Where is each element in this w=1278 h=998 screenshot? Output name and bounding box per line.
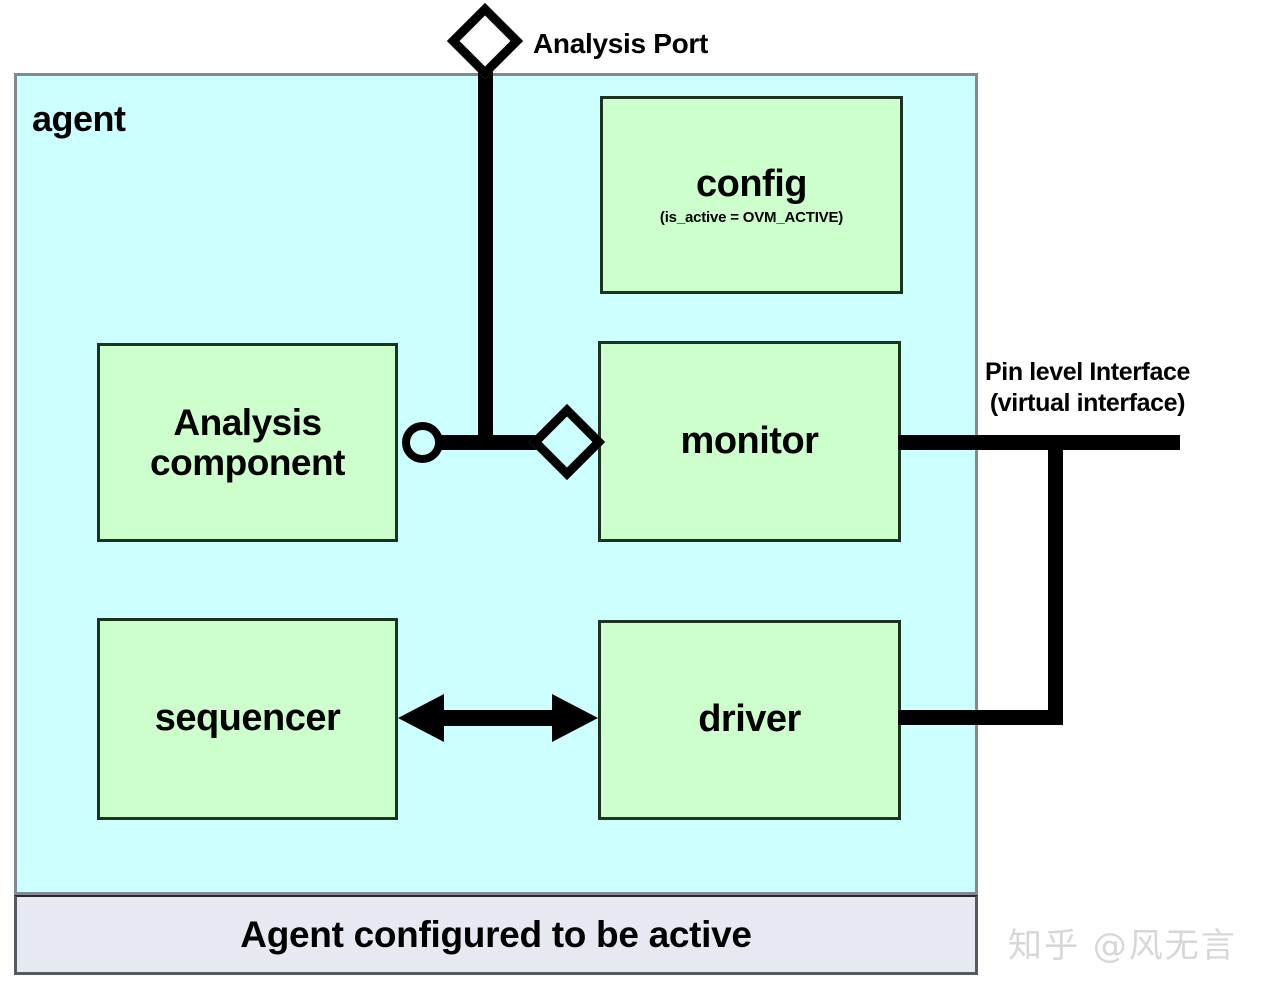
box-analysis-component-title-line1: Analysis xyxy=(173,401,322,443)
footer-caption-text: Agent configured to be active xyxy=(240,913,752,955)
double-arrow-icon-sequencer-driver xyxy=(398,694,598,742)
wire-right-vertical-link xyxy=(1048,435,1063,718)
footer-caption-bar: Agent configured to be active xyxy=(14,895,978,975)
box-analysis-component-title-line2: component xyxy=(150,441,345,483)
box-config-title: config xyxy=(696,162,807,205)
circle-socket-icon-analysis-component[interactable] xyxy=(402,422,443,463)
wire-analysis-port-vertical xyxy=(478,55,493,447)
wire-driver-to-pin-interface xyxy=(898,710,1063,725)
box-driver-title: driver xyxy=(698,698,801,741)
watermark: 知乎 @风无言 xyxy=(1008,926,1237,966)
box-sequencer[interactable]: sequencer xyxy=(97,618,398,820)
diamond-shape xyxy=(528,403,606,481)
label-pin-level-interface: Pin level Interface (virtual interface) xyxy=(985,357,1190,419)
box-monitor-title: monitor xyxy=(680,419,819,462)
box-config-subtitle: (is_active = OVM_ACTIVE) xyxy=(659,209,844,227)
label-pin-level-interface-line1: Pin level Interface xyxy=(985,358,1190,386)
diamond-port-icon-analysis-port[interactable] xyxy=(446,2,524,80)
box-monitor[interactable]: monitor xyxy=(598,341,901,542)
box-config[interactable]: config (is_active = OVM_ACTIVE) xyxy=(600,96,903,294)
wire-analysis-bus-horizontal xyxy=(436,435,548,450)
agent-label: agent xyxy=(32,98,126,139)
box-driver[interactable]: driver xyxy=(598,620,901,820)
diamond-port-icon-monitor[interactable] xyxy=(528,403,606,481)
box-sequencer-title: sequencer xyxy=(154,697,341,740)
box-analysis-component[interactable]: Analysis component xyxy=(97,343,398,542)
wire-monitor-to-pin-interface xyxy=(898,435,1180,450)
label-pin-level-interface-line2: (virtual interface) xyxy=(989,389,1186,417)
label-analysis-port: Analysis Port xyxy=(533,28,709,59)
diamond-shape xyxy=(446,2,524,80)
